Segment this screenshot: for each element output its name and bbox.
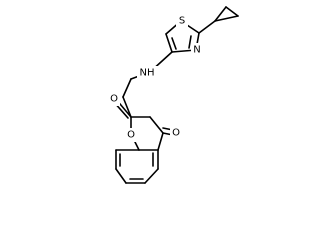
atom-label-background [176, 14, 188, 28]
molecule-drawing: S N NH O O O [108, 6, 239, 184]
bond [225, 6, 239, 17]
atom-label-o-ketone: O [172, 128, 180, 139]
bond [115, 168, 127, 184]
bond [165, 33, 173, 53]
atom-label-background [137, 66, 158, 80]
atom-label-background [108, 92, 120, 106]
bond [214, 15, 239, 22]
atom-label-s: S [179, 16, 185, 27]
bond [198, 20, 216, 34]
atom-label-background [170, 126, 182, 140]
bond [157, 132, 164, 151]
atom-label-nh: NH [140, 68, 155, 79]
bond [188, 35, 192, 49]
bond [122, 78, 132, 98]
bond [144, 168, 159, 184]
atom-label-o-ring: O [127, 130, 135, 141]
bond [214, 6, 227, 22]
bond [149, 116, 164, 134]
structure-diagram: S N NH O O O [108, 6, 239, 184]
bond [122, 96, 132, 118]
atom-label-n: N [193, 45, 200, 56]
atom-label-o-amide: O [110, 94, 118, 105]
atom-label-background [125, 128, 137, 142]
atom-label-background [191, 43, 203, 57]
bond [171, 37, 177, 50]
